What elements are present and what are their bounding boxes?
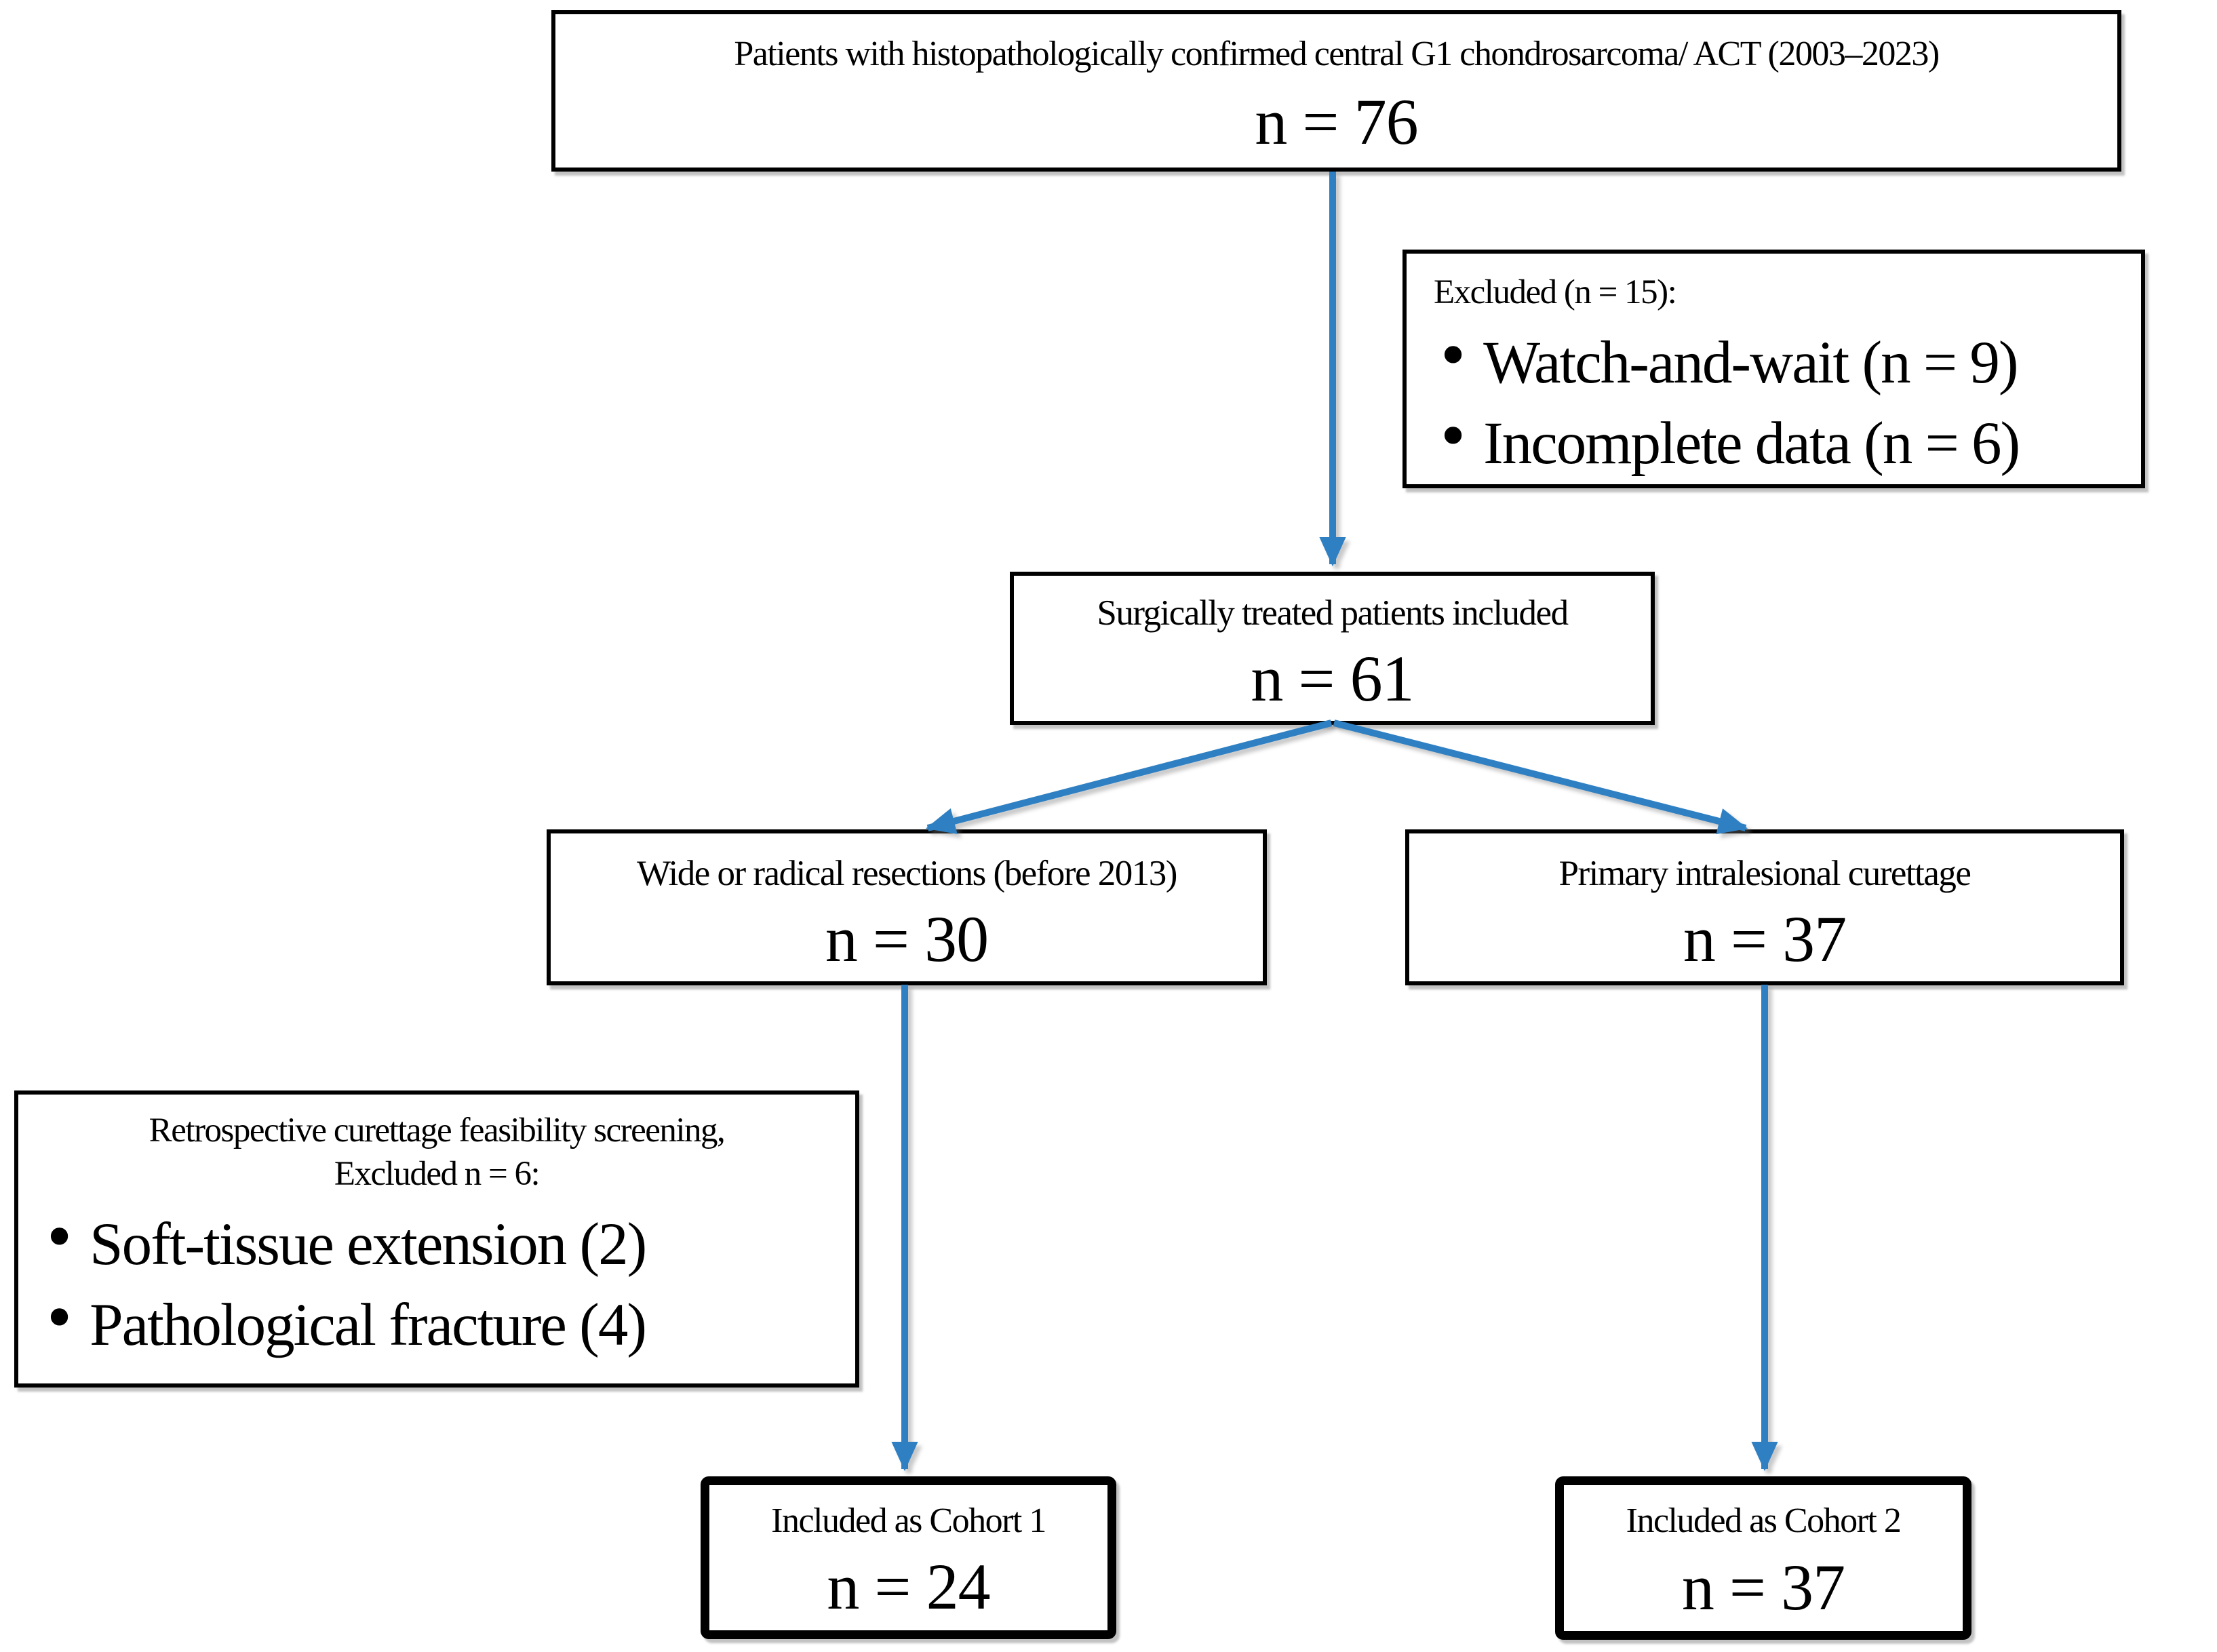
list-item: • Incomplete data (n = 6) — [1434, 399, 2127, 484]
arrow-surgical-to-curettage — [1333, 720, 1748, 835]
list-item: • Soft-tissue extension (2) — [40, 1200, 846, 1285]
excluded-top-list: • Watch-and-wait (n = 9) • Incomplete da… — [1434, 318, 2127, 485]
list-item: • Pathological fracture (4) — [40, 1280, 846, 1366]
box-excluded-watchwait: Excluded (n = 15): • Watch-and-wait (n =… — [1402, 250, 2145, 488]
screening-list: • Soft-tissue extension (2) • Pathologic… — [40, 1200, 846, 1366]
box-cohort2: Included as Cohort 2 n = 37 — [1555, 1476, 1971, 1640]
list-item-text: Pathological fracture (4) — [90, 1291, 647, 1358]
box-cohort1: Included as Cohort 1 n = 24 — [701, 1476, 1116, 1639]
box-surgically-treated: Surgically treated patients included n =… — [1010, 572, 1655, 725]
screening-title-line2: Excluded n = 6: — [334, 1154, 541, 1193]
box-curettage: Primary intralesional curettage n = 37 — [1405, 829, 2124, 985]
excluded-top-title: Excluded (n = 15): — [1434, 273, 1677, 311]
box-resections-title: Wide or radical resections (before 2013) — [637, 854, 1177, 893]
box-cohort1-title: Included as Cohort 1 — [771, 1501, 1046, 1540]
box-surgical-count: n = 61 — [1251, 642, 1414, 715]
box-eligible-count: n = 76 — [1255, 85, 1418, 158]
box-cohort1-count: n = 24 — [827, 1550, 990, 1623]
box-cohort2-title: Included as Cohort 2 — [1626, 1501, 1902, 1540]
box-cohort2-count: n = 37 — [1681, 1550, 1845, 1624]
list-item: • Watch-and-wait (n = 9) — [1434, 318, 2127, 404]
box-resections: Wide or radical resections (before 2013)… — [547, 829, 1267, 985]
box-resections-count: n = 30 — [825, 902, 989, 975]
box-feasibility-screening: Retrospective curettage feasibility scre… — [14, 1090, 859, 1388]
arrow-surgical-to-resection — [925, 720, 1333, 834]
box-curettage-count: n = 37 — [1683, 902, 1847, 975]
list-item-text: Incomplete data (n = 6) — [1483, 410, 2020, 477]
box-curettage-title: Primary intralesional curettage — [1558, 854, 1971, 893]
box-eligible-title: Patients with histopathologically confir… — [734, 35, 1940, 73]
box-surgical-title: Surgically treated patients included — [1097, 593, 1569, 633]
list-item-text: Soft-tissue extension (2) — [90, 1211, 647, 1278]
screening-title-line1: Retrospective curettage feasibility scre… — [149, 1112, 726, 1149]
box-eligible-patients: Patients with histopathologically confir… — [551, 10, 2121, 172]
list-item-text: Watch-and-wait (n = 9) — [1483, 329, 2018, 396]
